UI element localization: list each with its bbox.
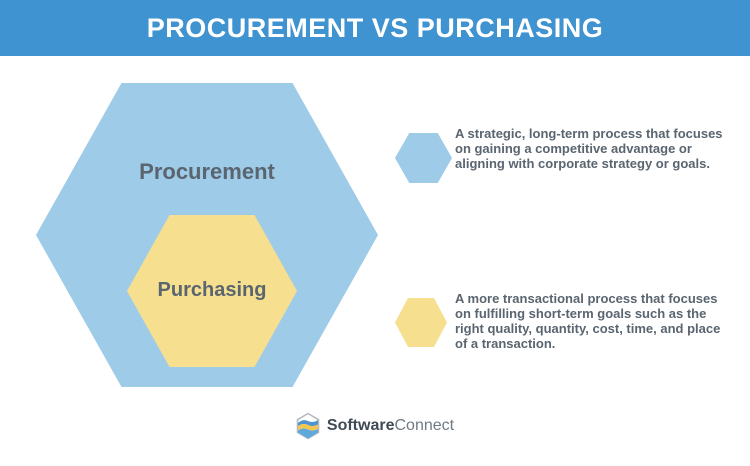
logo-text-software: Software	[326, 417, 395, 434]
purchasing-definition-text: A more transactional process that focuse…	[455, 291, 721, 351]
logo-wordmark: SoftwareConnect	[327, 417, 454, 435]
blue-hexagon-icon	[395, 133, 452, 183]
purchasing-hexagon-label: Purchasing	[157, 279, 267, 301]
logo-text-connect: Connect	[394, 417, 455, 434]
yellow-hexagon-icon	[395, 298, 447, 347]
procurement-hexagon-label: Procurement	[139, 159, 275, 184]
software-connect-logo-icon	[296, 412, 320, 440]
procurement-definition-text: A strategic, long-term process that focu…	[455, 126, 723, 171]
header-banner: PROCUREMENT VS PURCHASING	[0, 0, 750, 56]
footer-logo: SoftwareConnect	[0, 412, 750, 440]
page-title: PROCUREMENT VS PURCHASING	[146, 12, 604, 43]
